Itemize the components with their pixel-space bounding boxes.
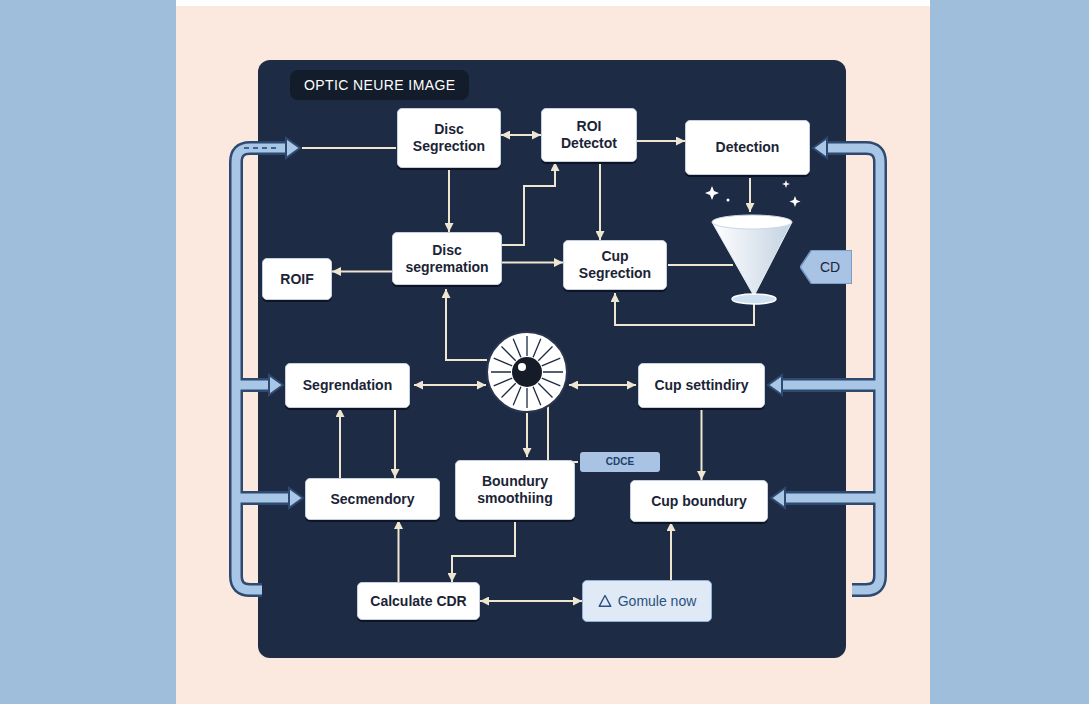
connector-arrow bbox=[394, 408, 396, 478]
node-text: Detection bbox=[716, 139, 780, 156]
node-text: CDCE bbox=[606, 456, 634, 468]
connector-arrow bbox=[452, 520, 515, 582]
layout-lines bbox=[302, 148, 754, 462]
wire bbox=[668, 264, 733, 266]
node-text: Disc segremation bbox=[401, 242, 493, 276]
tag-outline bbox=[800, 250, 852, 284]
pipe-arrowhead bbox=[286, 138, 300, 158]
pipe-fill bbox=[782, 148, 880, 590]
process-box: Cup settindiry bbox=[638, 363, 765, 408]
connector-arrow bbox=[501, 134, 541, 136]
process-box: Calculate CDR bbox=[357, 582, 480, 620]
process-box: ROI Detectot bbox=[541, 108, 637, 162]
diagram-title: OPTIC NEURE IMAGE bbox=[304, 77, 455, 93]
pipe-fill bbox=[236, 148, 289, 590]
node-text: Cup boundury bbox=[651, 493, 747, 510]
warning-triangle bbox=[599, 596, 611, 607]
connector-arrow bbox=[502, 162, 555, 245]
node-text: Calculate CDR bbox=[370, 593, 466, 610]
process-box: Cup boundury bbox=[630, 480, 768, 522]
connector-arrow bbox=[637, 140, 685, 142]
wire-arrow bbox=[446, 289, 487, 360]
title-tab: OPTIC NEURE IMAGE bbox=[290, 70, 469, 100]
sparkle bbox=[782, 180, 790, 188]
pipe-outline bbox=[782, 148, 880, 590]
action-button: Gomule now bbox=[582, 580, 712, 622]
eye-highlight bbox=[518, 363, 526, 371]
process-box: Detection bbox=[685, 120, 810, 175]
top-strip bbox=[176, 0, 930, 6]
process-box: Secmendory bbox=[305, 478, 440, 520]
sparkle bbox=[727, 199, 730, 202]
node-text: Cup settindiry bbox=[654, 377, 748, 394]
small-tag: CDCE bbox=[580, 452, 660, 472]
sparkle bbox=[705, 186, 719, 200]
eye-pupil bbox=[512, 357, 542, 387]
pipe-arrowhead bbox=[269, 375, 283, 395]
connector-arrow bbox=[448, 168, 450, 232]
process-box: Cup Segrection bbox=[563, 240, 667, 290]
pipe-arrowhead bbox=[289, 488, 303, 508]
wire-arrow bbox=[526, 413, 528, 457]
process-box: Disc Segrection bbox=[397, 108, 501, 168]
node-text: ROI Detectot bbox=[550, 118, 628, 152]
wire bbox=[302, 147, 396, 149]
side-band bbox=[930, 0, 1089, 704]
wire bbox=[548, 406, 578, 462]
connector-arrow bbox=[599, 162, 601, 240]
eye-veins bbox=[491, 336, 563, 408]
connector-arrow bbox=[398, 520, 400, 582]
wire-arrow bbox=[749, 178, 751, 212]
node-text: CD bbox=[820, 259, 840, 276]
funnel-icon bbox=[705, 180, 801, 304]
node-text: Gomule now bbox=[618, 593, 697, 610]
node-text: Disc Segrection bbox=[406, 121, 492, 155]
node-text: ROIF bbox=[280, 271, 313, 288]
eye-icon bbox=[487, 332, 567, 412]
node-text: Segrendation bbox=[303, 377, 392, 394]
funnel-glow bbox=[732, 294, 776, 304]
tag-label: CD bbox=[800, 250, 852, 284]
pipe-arrowhead bbox=[813, 138, 827, 158]
funnel-rim bbox=[712, 215, 792, 229]
connector-arrow bbox=[670, 522, 672, 580]
connector-arrow bbox=[480, 600, 582, 602]
pipe-dash bbox=[244, 147, 280, 149]
process-box: Disc segremation bbox=[392, 232, 502, 285]
node-text: Secmendory bbox=[330, 491, 414, 508]
pipe-arrowhead bbox=[771, 488, 785, 508]
process-box: Segrendation bbox=[285, 363, 410, 408]
connector-arrow bbox=[502, 262, 563, 264]
process-box: Boundury smoothiing bbox=[455, 460, 575, 520]
wire-arrow bbox=[569, 384, 636, 386]
warning-icon bbox=[598, 594, 612, 608]
dark-panel bbox=[258, 60, 846, 658]
pipe-outline bbox=[236, 148, 289, 590]
node-text: Cup Segrection bbox=[572, 248, 658, 282]
eye-ball bbox=[487, 332, 567, 412]
node-text: Boundury smoothiing bbox=[464, 473, 566, 507]
connector-arrow bbox=[332, 271, 392, 273]
funnel-cone bbox=[712, 222, 792, 296]
wire-arrow bbox=[414, 384, 486, 386]
process-box: ROIF bbox=[262, 258, 332, 300]
side-band bbox=[0, 0, 176, 704]
connector-arrow bbox=[701, 408, 703, 480]
sparkle bbox=[790, 196, 801, 207]
right-pipe bbox=[768, 138, 880, 590]
connector-arrow bbox=[339, 408, 341, 478]
pipe-arrowhead bbox=[768, 375, 782, 395]
